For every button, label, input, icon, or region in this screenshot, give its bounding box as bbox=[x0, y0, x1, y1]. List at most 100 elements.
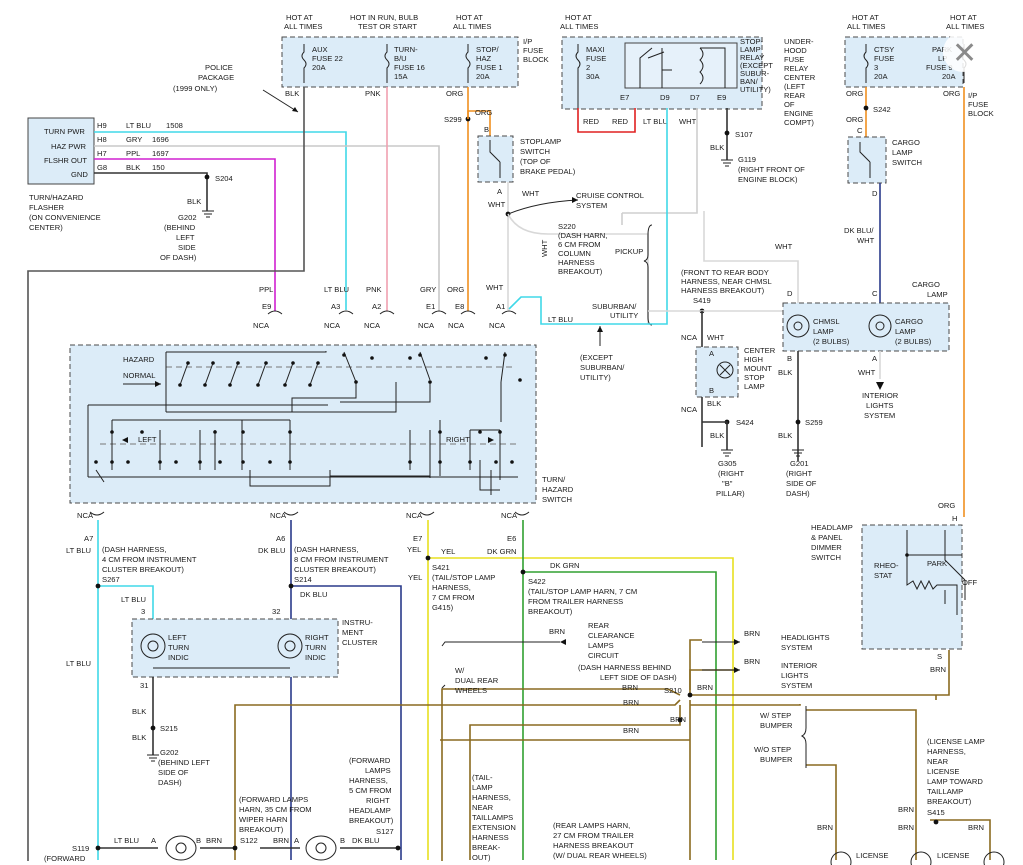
s419: S419 bbox=[693, 296, 711, 305]
tail-l1: (TAIL- bbox=[472, 773, 493, 782]
rc-brn: BRN bbox=[549, 627, 565, 636]
step-l2: BUMPER bbox=[760, 721, 793, 730]
dash8-l1: (DASH HARNESS, bbox=[294, 545, 359, 554]
chmsl-box-b: B bbox=[787, 354, 792, 363]
br-brn: BRN bbox=[206, 836, 222, 845]
maxi-l1: MAXI bbox=[586, 45, 605, 54]
center-l5: CENTER bbox=[784, 73, 816, 82]
ctsy-l3: 3 bbox=[874, 63, 878, 72]
dimmer-off: OFF bbox=[962, 578, 978, 587]
pin-h7: H7 bbox=[97, 149, 107, 158]
fl-wire-4: BLK bbox=[126, 163, 140, 172]
ic-right-2: TURN bbox=[305, 643, 326, 652]
center-l8: OF bbox=[784, 100, 795, 109]
ic-ltblu: LT BLU bbox=[121, 595, 146, 604]
fuse-stop-l1: STOP/ bbox=[476, 45, 500, 54]
fl-circ-4: 150 bbox=[152, 163, 165, 172]
g202b-l3: DASH) bbox=[158, 778, 182, 787]
close-button-bg[interactable] bbox=[943, 32, 983, 72]
rb-hot-2: ALL TIMES bbox=[847, 22, 885, 31]
g305-id: G305 bbox=[718, 459, 737, 468]
close-icon[interactable]: ✕ bbox=[952, 37, 977, 70]
close-button[interactable]: ✕ bbox=[943, 32, 983, 72]
tail-l8: BREAK- bbox=[472, 843, 501, 852]
s422-l1: (TAIL/STOP LAMP HARN, 7 CM bbox=[528, 587, 637, 596]
g119-id: G119 bbox=[738, 155, 756, 164]
rc-l6: LEFT SIDE OF DASH) bbox=[600, 673, 677, 682]
g305-l1: (RIGHT bbox=[718, 469, 745, 478]
step-l4: BUMPER bbox=[760, 755, 793, 764]
br-b2: B bbox=[340, 836, 345, 845]
cargo-sw-l2: LAMP bbox=[892, 148, 913, 157]
step-l3: W/O STEP bbox=[754, 745, 791, 754]
park-l3: FUSE 9 bbox=[926, 63, 953, 72]
chmsl-blk-b: BLK bbox=[778, 431, 792, 440]
cargo-lamp-switch: CARGO LAMP SWITCH bbox=[847, 136, 922, 184]
chmsl-pin-b: B bbox=[709, 386, 714, 395]
center-l2: HOOD bbox=[784, 46, 807, 55]
stoplamp-pin-a: A bbox=[497, 187, 503, 196]
g202-l4: OF DASH) bbox=[160, 253, 197, 262]
stoplamp-relay bbox=[624, 42, 738, 89]
g202-l1: (BEHIND bbox=[164, 223, 196, 232]
rl-l2: 27 CM FROM TRAILER bbox=[553, 831, 634, 840]
brn-d: BRN bbox=[623, 726, 639, 735]
pin-h9: H9 bbox=[97, 121, 107, 130]
g201-id: G201 bbox=[790, 459, 809, 468]
pin-g8: G8 bbox=[97, 163, 107, 172]
brn-l4: BRN bbox=[817, 823, 833, 832]
wire-wht-chmsl: WHT bbox=[775, 242, 793, 251]
s214: S214 bbox=[294, 575, 312, 584]
hl-l1: HEADLIGHTS bbox=[781, 633, 830, 642]
cargo-box-l2: LAMP bbox=[895, 327, 916, 336]
s421-l3: 7 CM FROM bbox=[432, 593, 475, 602]
fl-gnd-wire: BLK bbox=[187, 197, 201, 206]
forward-label: (FORWARD bbox=[44, 854, 86, 863]
rb-label-1: I/P bbox=[968, 91, 977, 100]
center-l1: UNDER- bbox=[784, 37, 814, 46]
hs-pin-a6: A6 bbox=[276, 534, 285, 543]
fl-circ-1: 1508 bbox=[166, 121, 183, 130]
turn-hazard-flasher bbox=[27, 117, 95, 185]
rb-hot-1: HOT AT bbox=[852, 13, 879, 22]
dimmer-park: PARK bbox=[927, 559, 947, 568]
ic-name-1: INSTRU- bbox=[342, 618, 373, 627]
lo-blk-1: BLK bbox=[132, 707, 146, 716]
s421-l1: (TAIL/STOP LAMP bbox=[432, 573, 495, 582]
s424: S424 bbox=[736, 418, 754, 427]
cargo-wht: WHT bbox=[857, 236, 875, 245]
fuse-stop-l4: 20A bbox=[476, 72, 490, 81]
cargo-pin-c: C bbox=[857, 126, 863, 135]
hs-bnca-1: NCA bbox=[77, 511, 94, 520]
s122: S122 bbox=[240, 836, 258, 845]
police-l3: (1999 ONLY) bbox=[173, 84, 218, 93]
rc-l4: CIRCUIT bbox=[588, 651, 619, 660]
g202b-id: G202 bbox=[160, 748, 179, 757]
s204: S204 bbox=[215, 174, 233, 183]
hs-label-1: TURN/ bbox=[542, 475, 566, 484]
hot-label-5: HOT AT bbox=[456, 13, 483, 22]
s299: S299 bbox=[444, 115, 462, 124]
fr-l1: (FRONT TO REAR BODY bbox=[681, 268, 769, 277]
chmsl-pin-a: A bbox=[709, 349, 715, 358]
lo-ltblu-2: LT BLU bbox=[66, 659, 91, 668]
rl-l3: HARNESS BREAKOUT bbox=[553, 841, 634, 850]
chmsl-l4: STOP bbox=[744, 373, 765, 382]
hs-pin-a7: A7 bbox=[84, 534, 93, 543]
hs-bnca-3: NCA bbox=[406, 511, 423, 520]
dimmer-l4: SWITCH bbox=[811, 553, 841, 562]
fl-circ-2: 1696 bbox=[152, 135, 169, 144]
hs-wire-pnk: PNK bbox=[366, 285, 382, 294]
fuse-turn-l3: FUSE 16 bbox=[394, 63, 425, 72]
chmsl-l3: MOUNT bbox=[744, 364, 772, 373]
il-l2: LIGHTS bbox=[781, 671, 808, 680]
lo-dkgrn-1: DK GRN bbox=[487, 547, 517, 556]
chmsl-l1: CENTER bbox=[744, 346, 776, 355]
interior-l2: LIGHTS bbox=[866, 401, 893, 410]
instrument-cluster: LT BLU DK BLU 3 32 LEFT TURN INDIC RIGHT… bbox=[121, 590, 378, 690]
hl-brn: BRN bbox=[744, 629, 760, 638]
hs-right: RIGHT bbox=[446, 435, 470, 444]
fwd5-l4: 5 CM FROM bbox=[349, 786, 392, 795]
rb-label-3: BLOCK bbox=[968, 109, 994, 118]
maxi-l4: 30A bbox=[586, 72, 600, 81]
